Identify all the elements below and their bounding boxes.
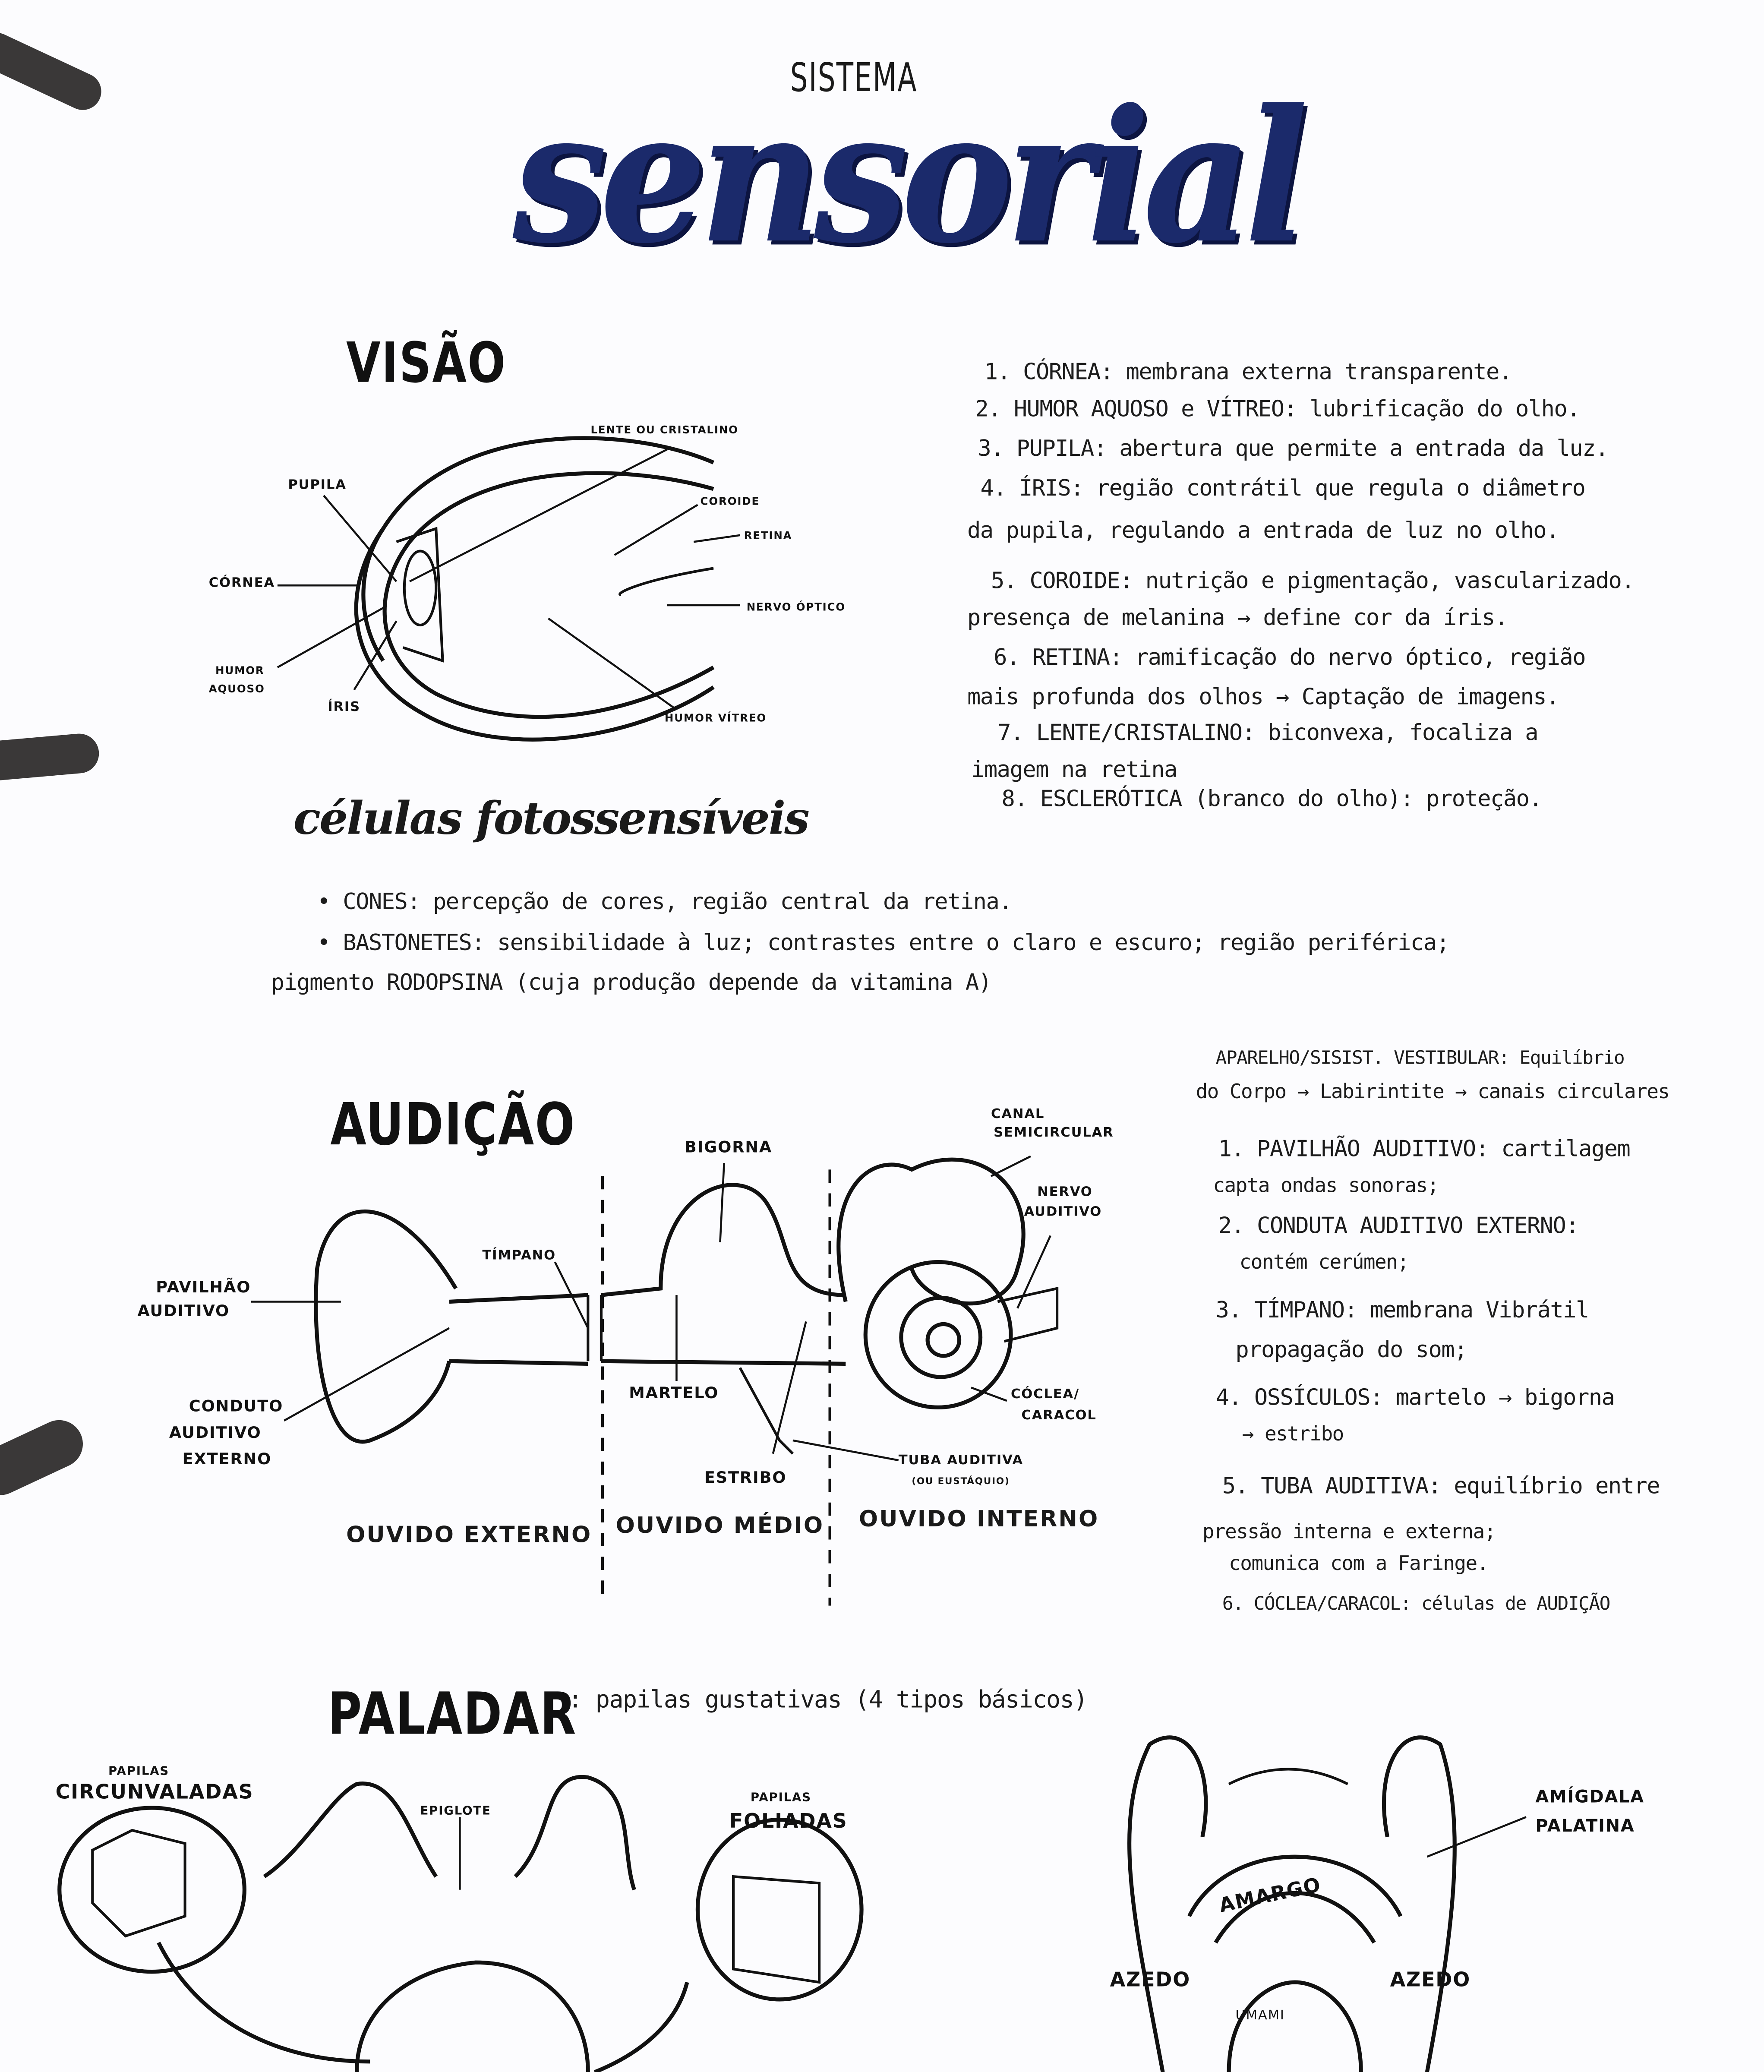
- label-amigdala-2: PALATINA: [1535, 1817, 1635, 1837]
- note-line: do Corpo → Labirintite → canais circular…: [1196, 1080, 1670, 1104]
- label-umami: UMAMI: [1235, 2009, 1285, 2024]
- label-nervo-2: AUDITIVO: [1024, 1205, 1102, 1220]
- label-papilas-circ-1: PAPILAS: [108, 1766, 170, 1779]
- note-line: capta ondas sonoras;: [1213, 1173, 1439, 1197]
- label-pavilhao-2: AUDITIVO: [137, 1301, 230, 1320]
- note-line: 3. PUPILA: abertura que permite a entrad…: [978, 436, 1609, 463]
- title-sistema: SISTEMA: [790, 55, 918, 102]
- note-line: 6. CÓCLEA/CARACOL: células de AUDIÇÃO: [1222, 1594, 1611, 1615]
- note-line: 1. PAVILHÃO AUDITIVO: cartilagem: [1218, 1136, 1631, 1163]
- note-line: imagem na retina: [971, 757, 1177, 784]
- celulas-heading: células fotossensíveis: [293, 793, 810, 846]
- label-tuba-1: TUBA AUDITIVA: [898, 1453, 1024, 1469]
- label-humor-aquoso-2: AQUOSO: [208, 683, 265, 695]
- page-title: sensorial: [512, 69, 1309, 284]
- note-line: 1. CÓRNEA: membrana externa transparente…: [984, 359, 1512, 386]
- label-conduto-1: CONDUTO: [189, 1396, 284, 1415]
- label-coclea-1: CÓCLEA/: [1010, 1387, 1080, 1402]
- label-estribo: ESTRIBO: [704, 1468, 787, 1487]
- label-humor-aquoso-1: HUMOR: [215, 664, 265, 677]
- note-line: 4. ÍRIS: região contrátil que regula o d…: [980, 476, 1586, 502]
- label-nervo-optico: NERVO ÓPTICO: [746, 601, 846, 613]
- label-nervo-1: NERVO: [1037, 1185, 1093, 1200]
- label-tuba-2: (OU EUSTÁQUIO): [912, 1476, 1010, 1487]
- label-humor-vitreo: HUMOR VÍTREO: [664, 712, 767, 724]
- label-azedo-right: AZEDO: [1390, 1968, 1471, 1992]
- label-canal-1: CANAL: [991, 1107, 1045, 1122]
- label-pavilhao-1: PAVILHÃO: [156, 1278, 251, 1297]
- label-papilas-circ-2: CIRCUNVALADAS: [55, 1780, 254, 1804]
- note-line: contém cerúmen;: [1239, 1250, 1409, 1274]
- section-ouvido-externo: OUVIDO EXTERNO: [346, 1522, 592, 1549]
- pigmento-line: pigmento RODOPSINA (cuja produção depend…: [271, 970, 992, 997]
- label-amigdala-1: AMÍGDALA: [1535, 1788, 1644, 1808]
- label-azedo-left: AZEDO: [1110, 1968, 1191, 1992]
- label-papilas-fol-1: PAPILAS: [750, 1792, 811, 1805]
- label-bigorna: BIGORNA: [684, 1137, 773, 1156]
- note-line: 2. CONDUTA AUDITIVO EXTERNO:: [1218, 1213, 1579, 1240]
- section-ouvido-interno: OUVIDO INTERNO: [858, 1506, 1099, 1533]
- note-line: 5. TUBA AUDITIVA: equilíbrio entre: [1222, 1473, 1660, 1500]
- note-line: 3. TÍMPANO: membrana Vibrátil: [1215, 1298, 1589, 1324]
- note-line: 7. LENTE/CRISTALINO: biconvexa, focaliza…: [997, 720, 1538, 747]
- note-line: 6. RETINA: ramificação do nervo óptico, …: [994, 644, 1586, 672]
- audicao-heading: AUDIÇÃO: [330, 1091, 576, 1159]
- section-ouvido-medio: OUVIDO MÉDIO: [615, 1513, 824, 1540]
- note-line: 8. ESCLERÓTICA (branco do olho): proteçã…: [1001, 786, 1543, 813]
- note-line: propagação do som;: [1235, 1337, 1467, 1364]
- note-line: 5. COROIDE: nutrição e pigmentação, vasc…: [991, 568, 1635, 595]
- label-retina: RETINA: [744, 530, 792, 542]
- label-martelo: MARTELO: [629, 1383, 719, 1402]
- note-line: da pupila, regulando a entrada de luz no…: [967, 518, 1559, 545]
- note-line: 2. HUMOR AQUOSO e VÍTREO: lubrificação d…: [975, 396, 1580, 423]
- note-line: pressão interna e externa;: [1202, 1519, 1496, 1544]
- note-line: APARELHO/SISIST. VESTIBULAR: Equilíbrio: [1215, 1048, 1625, 1069]
- label-cornea: CÓRNEA: [208, 576, 275, 591]
- visao-heading: VISÃO: [346, 330, 507, 395]
- label-epiglote: EPIGLOTE: [420, 1805, 491, 1819]
- label-pupila: PUPILA: [288, 478, 347, 493]
- note-line: → estribo: [1242, 1422, 1344, 1446]
- bastonetes-line: • BASTONETES: sensibilidade à luz; contr…: [317, 930, 1450, 957]
- paladar-heading: PALADAR: [328, 1681, 577, 1749]
- label-lente: LENTE OU CRISTALINO: [590, 424, 738, 436]
- cones-line: • CONES: percepção de cores, região cent…: [317, 889, 1013, 916]
- note-line: 4. OSSÍCULOS: martelo → bigorna: [1215, 1385, 1615, 1412]
- label-iris: ÍRIS: [328, 700, 360, 715]
- label-timpano: TÍMPANO: [482, 1249, 556, 1263]
- note-line: comunica com a Faringe.: [1229, 1551, 1489, 1576]
- note-line: mais profunda dos olhos → Captação de im…: [967, 684, 1559, 711]
- label-canal-2: SEMICIRCULAR: [994, 1126, 1114, 1140]
- label-coroide: COROIDE: [700, 496, 760, 508]
- label-papilas-fol-2: FOLIADAS: [729, 1809, 848, 1833]
- label-conduto-2: AUDITIVO: [169, 1423, 262, 1442]
- label-conduto-3: EXTERNO: [182, 1450, 272, 1469]
- paladar-subtitle: : papilas gustativas (4 tipos básicos): [568, 1686, 1088, 1714]
- note-line: presença de melanina → define cor da íri…: [967, 605, 1508, 632]
- label-coclea-2: CARACOL: [1021, 1409, 1097, 1424]
